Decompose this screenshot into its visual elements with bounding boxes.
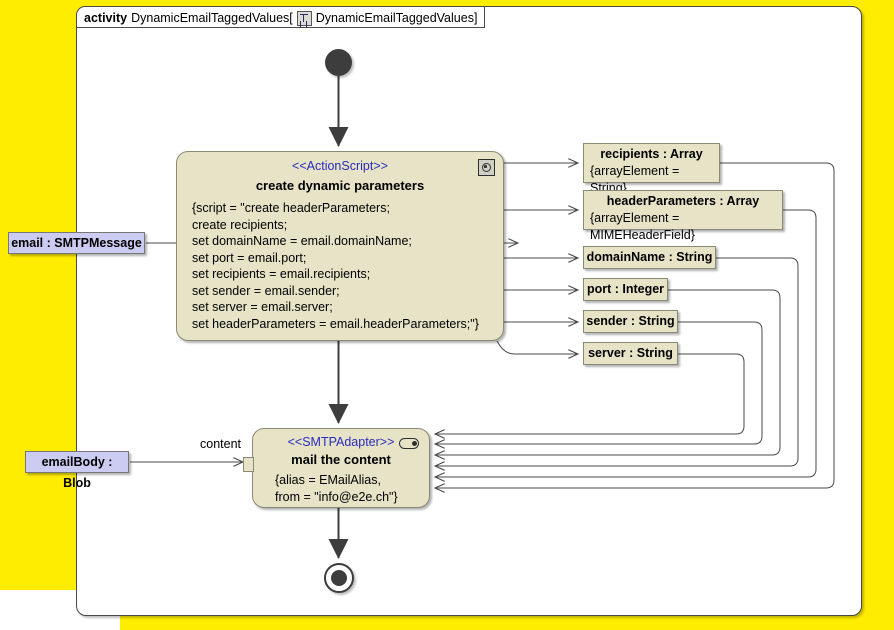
activity-parameter-email[interactable]: email : SMTPMessage <box>8 232 145 254</box>
activity-frame-title: activity DynamicEmailTaggedValues [ Dyna… <box>76 6 486 28</box>
adapter-stereotype: <<SMTPAdapter>> <box>287 435 395 449</box>
object-node-headerparameters[interactable]: headerParameters : Array {arrayElement =… <box>583 190 783 242</box>
action-script-body: {script = "create headerParameters; crea… <box>192 200 503 332</box>
script-line: set recipients = email.recipients; <box>192 267 371 281</box>
object-node-title: sender : String <box>586 314 675 328</box>
script-line: {script = "create headerParameters; <box>192 201 390 215</box>
object-node-title: port : Integer <box>586 282 665 296</box>
object-node-title: server : String <box>588 346 673 360</box>
action-create-dynamic-parameters[interactable]: <<ActionScript>> create dynamic paramete… <box>176 151 504 341</box>
frame-keyword: activity <box>84 11 128 25</box>
frame-bracket-open: [ <box>289 11 293 25</box>
object-node-sender[interactable]: sender : String <box>583 310 678 333</box>
script-line: set domainName = email.domainName; <box>192 234 412 248</box>
object-node-title: headerParameters : Array <box>606 194 760 208</box>
action-stereotype: <<ActionScript>> <box>292 159 388 173</box>
adapter-body: {alias = EMailAlias, from = "info@e2e.ch… <box>275 472 429 505</box>
initial-node[interactable] <box>325 49 352 76</box>
activity-parameter-emailbody[interactable]: emailBody : Blob <box>25 451 129 490</box>
script-gear-icon[interactable] <box>478 159 495 176</box>
script-line: set server = email.server; <box>192 300 333 314</box>
frame-name: DynamicEmailTaggedValues <box>131 11 290 25</box>
object-node-title: domainName : String <box>586 250 713 264</box>
frame-diagram-name: DynamicEmailTaggedValues <box>315 11 474 25</box>
object-node-port[interactable]: port : Integer <box>583 278 668 301</box>
action-name: create dynamic parameters <box>255 178 425 193</box>
adapter-body-line: from = "info@e2e.ch"} <box>275 489 398 504</box>
action-mail-the-content[interactable]: <<SMTPAdapter>> mail the content {alias … <box>243 428 430 508</box>
activity-final-node[interactable] <box>324 563 354 593</box>
script-line: set sender = email.sender; <box>192 283 340 298</box>
object-node-recipients[interactable]: recipients : Array {arrayElement = Strin… <box>583 143 720 195</box>
object-node-domainname[interactable]: domainName : String <box>583 246 716 269</box>
object-node-server[interactable]: server : String <box>583 342 678 365</box>
object-node-title: recipients : Array <box>600 147 703 161</box>
adapter-name: mail the content <box>291 452 391 467</box>
input-pin-label: content <box>200 437 242 451</box>
adapter-pill-icon[interactable] <box>399 438 419 449</box>
object-node-tag: {arrayElement = MIMEHeaderField} <box>590 211 695 242</box>
input-pin-content[interactable] <box>243 457 254 472</box>
script-line: set headerParameters = email.headerParam… <box>192 316 479 331</box>
activity-diagram-icon <box>296 10 312 26</box>
frame-bracket-close: ] <box>473 11 478 25</box>
canvas-backdrop-right <box>862 0 894 630</box>
adapter-body-line: {alias = EMailAlias, <box>275 473 381 487</box>
script-line: set port = email.port; <box>192 250 307 265</box>
activity-final-inner <box>331 570 347 586</box>
script-line: create recipients; <box>192 217 288 232</box>
